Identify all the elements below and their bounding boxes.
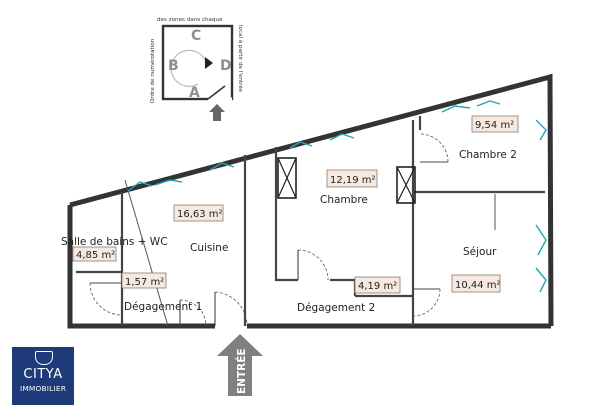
area-box-chambre-2 xyxy=(471,115,519,133)
room-name-sejour: Séjour xyxy=(463,246,497,258)
door-chambre2-arc xyxy=(419,133,449,163)
window-sejour-east xyxy=(535,224,547,256)
legend-letter-c: C xyxy=(191,28,201,44)
window-chambre2-1 xyxy=(441,100,501,113)
area-box-salle-de-bains xyxy=(72,246,117,262)
area-degagement-1: 1,57 m² xyxy=(125,277,164,288)
area-chambre-2: 9,54 m² xyxy=(475,120,514,131)
doors xyxy=(89,133,449,327)
orientation-legend: C B D A des zones dans chaque Ordre de n… xyxy=(149,17,244,121)
windows xyxy=(127,100,547,293)
room-name-degagement-1: Dégagement 1 xyxy=(124,301,202,313)
interior-walls xyxy=(76,116,545,327)
ducts xyxy=(277,157,416,204)
area-box-degagement-1 xyxy=(121,272,167,289)
legend-left-text: Ordre de numérotation xyxy=(149,38,156,103)
wall-chambre-south xyxy=(330,278,357,296)
entrance-arrow-icon xyxy=(217,334,263,396)
legend-top-text: des zones dans chaque xyxy=(157,17,223,23)
window-cuisine-2 xyxy=(209,162,235,171)
door-bath-arc xyxy=(89,282,123,316)
area-box-sejour xyxy=(451,274,501,293)
window-chambre-1 xyxy=(289,141,313,149)
outer-wall-west-south xyxy=(67,205,215,329)
room-name-cuisine: Cuisine xyxy=(190,242,228,254)
area-degagement-2: 4,19 m² xyxy=(358,281,397,292)
legend-entry-arrow-icon xyxy=(209,104,225,121)
legend-right-text: local à partir de l'entrée xyxy=(237,25,244,93)
outer-wall-north-east xyxy=(69,73,554,327)
crest-icon xyxy=(35,351,53,365)
legend-letter-b: B xyxy=(168,58,179,74)
logo-sub: IMMOBILIER xyxy=(19,384,67,393)
door-sejour-arc xyxy=(412,288,441,317)
room-name-chambre-2: Chambre 2 xyxy=(459,149,517,161)
area-box-cuisine xyxy=(173,204,224,222)
wall-diagonal-partition xyxy=(124,179,169,327)
legend-letter-a: A xyxy=(189,85,200,101)
door-deg1-arc xyxy=(179,299,207,327)
legend-letter-d: D xyxy=(220,58,232,74)
legend-door xyxy=(207,85,226,100)
window-chambre2-east xyxy=(535,119,547,141)
legend-rotation-arc xyxy=(170,49,207,87)
area-chambre: 12,19 m² xyxy=(330,175,376,186)
window-sejour-east-2 xyxy=(535,267,547,293)
area-cuisine: 16,63 m² xyxy=(177,209,223,220)
area-salle-de-bains: 4,85 m² xyxy=(76,250,115,261)
legend-frame xyxy=(161,24,234,101)
citya-logo: CITYA IMMOBILIER xyxy=(12,347,74,405)
area-sejour: 10,44 m² xyxy=(455,280,501,291)
wall-chambre-west xyxy=(274,147,298,282)
entrance-arrow: ENTRÉE xyxy=(217,334,263,396)
room-name-salle-de-bains: Salle de bains + WC xyxy=(61,236,168,248)
door-entry-arc xyxy=(214,291,248,327)
room-labels: Salle de bains + WC Cuisine Chambre Cham… xyxy=(61,149,517,314)
area-boxes: 4,85 m² 16,63 m² 12,19 m² 9,54 m² 10,44 … xyxy=(72,115,519,294)
legend-arrow-icon xyxy=(205,57,213,69)
entrance-label: ENTRÉE xyxy=(235,348,248,394)
duct-left xyxy=(277,157,297,199)
outer-walls xyxy=(67,73,554,329)
area-box-chambre xyxy=(326,169,378,188)
room-name-degagement-2: Dégagement 2 xyxy=(297,302,375,314)
area-box-degagement-2 xyxy=(354,276,401,294)
window-chambre-2 xyxy=(329,133,355,141)
duct-right xyxy=(396,166,416,204)
window-cuisine-1 xyxy=(127,179,183,192)
room-name-chambre: Chambre xyxy=(320,194,368,206)
door-chambre-arc xyxy=(297,249,329,281)
logo-brand: CITYA xyxy=(23,367,63,382)
